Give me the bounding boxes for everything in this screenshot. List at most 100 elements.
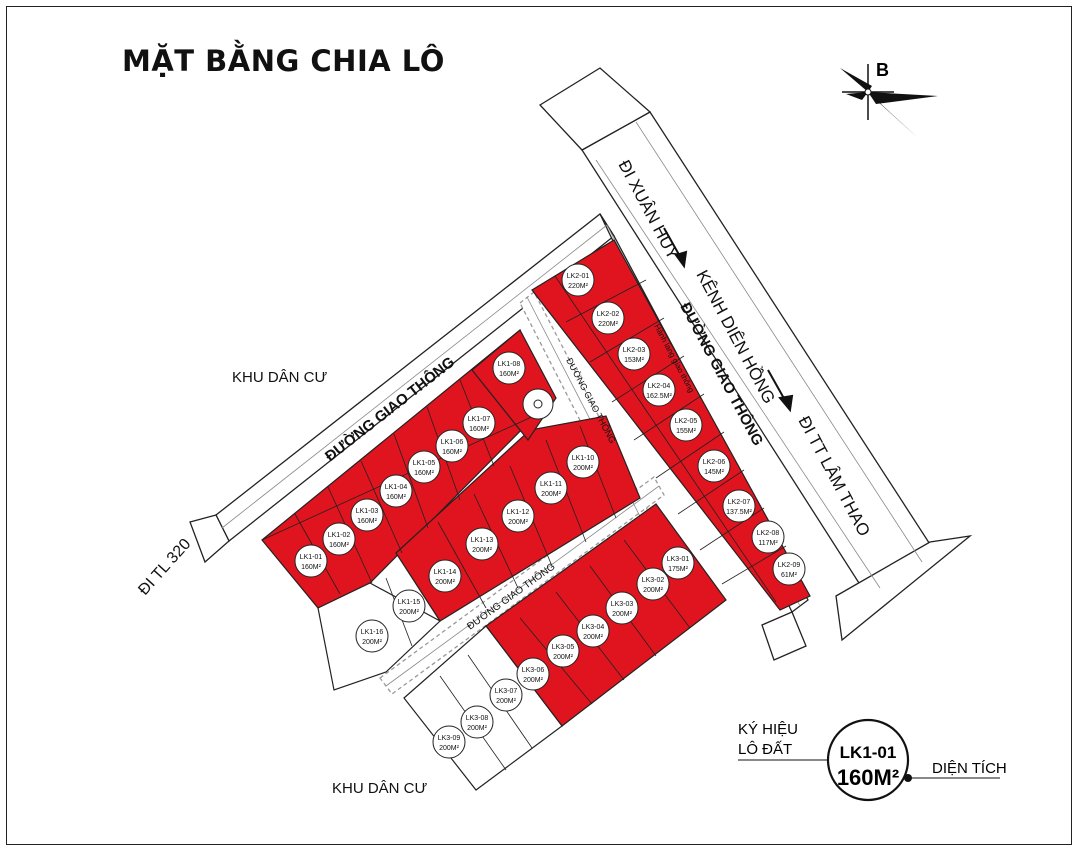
legend-area-label: DIỆN TÍCH [932, 760, 1007, 777]
lot-area: 200M² [467, 725, 488, 732]
lot-area: 200M² [643, 587, 664, 594]
lot-area: 160M² [386, 494, 407, 501]
lot-marker-circle [462, 406, 496, 440]
lot-code: LK1-02 [328, 532, 351, 539]
lot-area: 200M² [523, 677, 544, 684]
lot-marker-circle [435, 429, 469, 463]
lot-marker-unlabeled[interactable] [522, 388, 554, 420]
lot-marker-circle [636, 567, 670, 601]
lot-marker-circle [605, 591, 639, 625]
lot-area: 200M² [439, 745, 460, 752]
lot-area: 220M² [598, 321, 619, 328]
lot-marker-circle [591, 301, 625, 335]
lot-code: LK2-06 [703, 459, 726, 466]
lot-code: LK3-08 [466, 715, 489, 722]
lot-marker-lk2-05[interactable]: LK2-05 155M² [669, 408, 703, 442]
lot-area: 220M² [568, 283, 589, 290]
lot-marker-circle [697, 449, 731, 483]
legend-symbol-label-1: KÝ HIỆU [738, 721, 798, 738]
lot-marker-lk2-07[interactable]: LK2-07 137.5M² [722, 489, 756, 523]
lot-marker-lk3-05[interactable]: LK3-05 200M² [546, 634, 580, 668]
lot-marker-circle [566, 445, 600, 479]
lot-code: LK1-04 [385, 484, 408, 491]
lot-area: 200M² [553, 654, 574, 661]
road-end-tl320 [189, 514, 230, 564]
lot-marker-lk3-08[interactable]: LK3-08 200M² [460, 705, 494, 739]
lot-marker-circle [492, 351, 526, 385]
lot-markers: LK1-01160M²LK1-02160M²LK1-03160M²LK1-041… [294, 263, 806, 759]
lot-marker-lk3-02[interactable]: LK3-02 200M² [636, 567, 670, 601]
lot-area: 160M² [301, 564, 322, 571]
lot-marker-circle [661, 546, 695, 580]
lot-code: LK2-03 [623, 347, 646, 354]
lot-marker-lk3-06[interactable]: LK3-06 200M² [516, 657, 550, 691]
legend-symbol-label-2: LÔ ĐẤT [738, 741, 792, 758]
lot-area: 200M² [541, 491, 562, 498]
lot-code: LK3-02 [642, 577, 665, 584]
compass-needle-north [840, 68, 872, 92]
lot-code: LK1-12 [507, 509, 530, 516]
lot-code: LK1-16 [361, 629, 384, 636]
lot-area: 155M² [676, 428, 697, 435]
legend: KÝ HIỆU LÔ ĐẤT LK1-01 160M² DIỆN TÍCH [738, 718, 1007, 802]
lot-code: LK2-05 [675, 418, 698, 425]
lot-area: 175M² [668, 566, 689, 573]
lot-marker-circle [617, 337, 651, 371]
lot-code: LK2-07 [728, 499, 751, 506]
lot-area: 137.5M² [726, 509, 752, 516]
lot-marker-circle [561, 263, 595, 297]
lot-marker-circle [432, 725, 466, 759]
legend-sample-code: LK1-01 [840, 743, 897, 762]
arrow-xuan-huy-head [674, 250, 688, 269]
page-title: MẶT BẰNG CHIA LÔ [122, 44, 445, 78]
lot-marker-circle [546, 634, 580, 668]
lot-marker-lk2-06[interactable]: LK2-06 145M² [697, 449, 731, 483]
lot-code: LK3-09 [438, 735, 461, 742]
lot-marker-lk1-02[interactable]: LK1-02 160M² [322, 522, 356, 556]
label-to-tl320: ĐI TL 320 [135, 536, 194, 599]
lot-marker-circle [392, 589, 426, 623]
lot-area: 200M² [399, 609, 420, 616]
lot-area: 160M² [469, 426, 490, 433]
lot-area: 200M² [612, 611, 633, 618]
lot-area: 145M² [704, 469, 725, 476]
lot-area: 160M² [499, 371, 520, 378]
arrow-lam-thao-head [778, 394, 794, 413]
lot-marker-circle [501, 499, 535, 533]
lot-code: LK2-08 [757, 530, 780, 537]
lot-code: LK1-13 [471, 537, 494, 544]
legend-sample-circle [826, 718, 910, 802]
lot-area: 160M² [329, 542, 350, 549]
lot-marker-circle [522, 388, 554, 420]
lot-marker-lk1-04[interactable]: LK1-04 160M² [379, 474, 413, 508]
lot-marker-lk3-09[interactable]: LK3-09 200M² [432, 725, 466, 759]
lot-code: LK3-05 [552, 644, 575, 651]
label-residential-north: KHU DÂN CƯ [232, 369, 328, 386]
lot-code: LK1-03 [356, 508, 379, 515]
lot-code: LK3-06 [522, 667, 545, 674]
